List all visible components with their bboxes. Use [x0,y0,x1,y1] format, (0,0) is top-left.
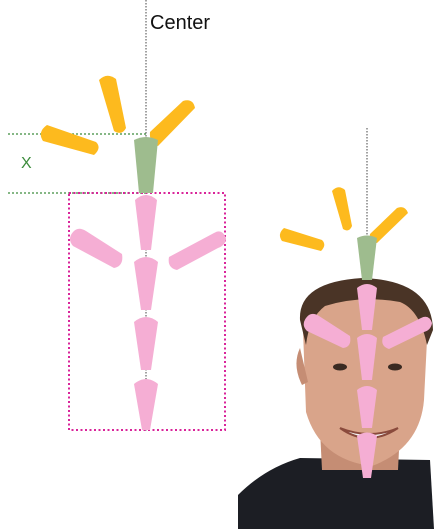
ray-right [150,100,195,146]
green-head-segment-2 [357,236,377,281]
arm-left [70,229,122,268]
torso-segment-4 [134,379,158,430]
center-label: Center [150,12,210,34]
sunburst-icon [41,76,195,155]
ray-left [41,125,99,155]
face-photo [238,278,434,529]
ray-top [99,76,126,133]
sunburst-icon-2 [280,187,408,251]
x-label: X [21,155,32,172]
torso-segment-3 [134,317,158,370]
ray-left-2 [280,228,324,251]
eye-right [388,364,402,371]
green-head-segment [134,137,158,193]
torso-segment-1 [135,195,157,250]
ray-top-2 [332,187,352,230]
eye-left [333,364,347,371]
torso-segment-2 [134,257,158,310]
pink-figure [70,195,226,430]
arm-right [169,231,226,270]
